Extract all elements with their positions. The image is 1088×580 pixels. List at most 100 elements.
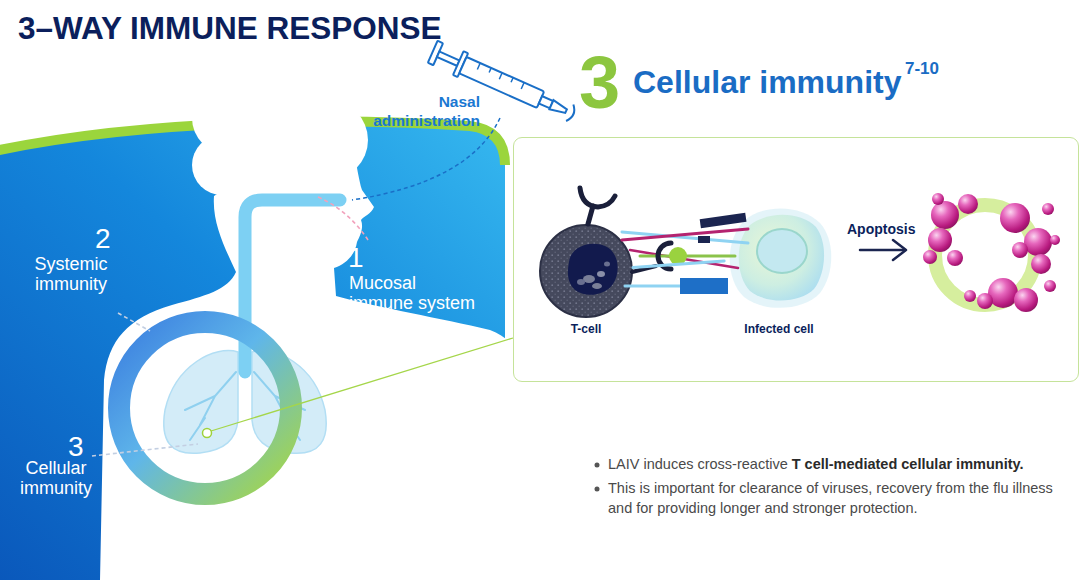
child-silhouette-part [213, 33, 297, 117]
receptors-part [640, 255, 735, 258]
syringe-part [437, 51, 460, 65]
receptors-part [588, 206, 593, 224]
bullet-dot [595, 463, 600, 468]
apoptotic-cell-part [923, 193, 1060, 312]
callout-number: 1 [348, 244, 364, 272]
apoptotic-cell-part-part [1000, 203, 1030, 233]
t-cell-outline-part [604, 262, 610, 267]
apoptosis-arrow [860, 240, 906, 260]
lungs [164, 351, 326, 454]
receptor-link [633, 261, 724, 268]
apoptotic-cell-part-part [932, 193, 944, 205]
t-cell-outline-part [577, 279, 585, 285]
systemic-leader [118, 313, 150, 331]
apoptotic-cell-part-part [958, 194, 978, 214]
child-silhouette-part [288, 100, 368, 180]
apoptotic-cell-part-part [1012, 242, 1028, 258]
nasal-dashed-path [352, 118, 500, 200]
callout-number: 3 [68, 433, 84, 461]
blue-backdrop [0, 122, 505, 580]
instruction-label: Nasal administration [350, 92, 480, 130]
apoptosis-arrow-part [860, 249, 905, 252]
mhc-receptor [680, 278, 728, 294]
lung-marker [203, 429, 212, 438]
title: 3–WAY IMMUNE RESPONSE [18, 13, 442, 45]
callout-label: Cellular immunity [6, 458, 106, 498]
immune-ring [119, 322, 291, 494]
child-silhouette-part [192, 135, 252, 195]
apoptotic-cell-part-part [988, 278, 1018, 308]
child-silhouette-part [313, 58, 373, 118]
panel-box: 3Cellular immunity7-10T-cellInfected cel… [513, 137, 1079, 382]
receptors-part [622, 232, 748, 243]
lungs-part [252, 351, 326, 454]
apoptotic-cell-part-part [1031, 254, 1051, 274]
syringe-part [453, 51, 468, 77]
apoptotic-cell-part-part [928, 228, 952, 252]
lungs-part [185, 372, 305, 440]
t-cell: T-cell [539, 224, 633, 318]
arrow-label: Apoptosis [847, 222, 915, 236]
child-silhouette-part [223, 68, 347, 192]
receptors-part [622, 229, 748, 240]
apoptotic-cell-part-part [964, 290, 976, 302]
receptors-part [580, 188, 615, 207]
t-cell-outline-part [592, 283, 602, 289]
apoptotic-cell-part-part [947, 250, 963, 266]
receptors-part [630, 250, 738, 268]
t-cell-outline-part [597, 271, 605, 277]
syringe-part [566, 105, 577, 123]
mhc-receptor [698, 236, 710, 243]
syringe-part [477, 63, 524, 89]
child-silhouette-part [192, 82, 264, 154]
child-silhouette-part [100, 118, 520, 580]
apoptotic-cell-part-part [923, 250, 937, 264]
receptors-part [625, 285, 682, 288]
callout-label: Systemic immunity [21, 254, 121, 294]
bullet-dot [595, 487, 600, 492]
bullet-text: This is important for clearance of virus… [608, 478, 1076, 518]
t-cell-outline [539, 224, 633, 318]
t-cell-outline-part [568, 244, 618, 295]
infected-cell-outline-part [739, 215, 824, 301]
callout-label: Mucosal immune system [349, 273, 481, 313]
apoptotic-cell-part-part [1024, 228, 1052, 256]
apoptotic-cell-part-part [1050, 235, 1060, 245]
receptors [580, 188, 748, 286]
apoptotic-cell [923, 193, 1060, 312]
lungs-part [164, 351, 238, 454]
t-cell-outline-part [540, 225, 632, 317]
mucosal-dashed-path [318, 197, 368, 240]
heading-number: 3 [579, 46, 620, 120]
apoptotic-cell-part-part [931, 201, 959, 229]
infected-cell-outline-part [757, 229, 807, 273]
infected-cell-outline [724, 201, 834, 313]
receptors-part [632, 266, 656, 272]
syringe-part [549, 100, 568, 116]
apoptotic-cell-part-part [1014, 288, 1038, 312]
callout-number: 2 [95, 225, 111, 253]
apoptotic-cell-part [935, 205, 1035, 305]
leader-line [211, 338, 513, 431]
apoptosis-arrow-part [893, 240, 906, 260]
airway-tube [245, 200, 340, 372]
bullet-text-bold: T cell-mediated cellular immunity. [792, 454, 1024, 474]
apoptotic-cell-part-part [1042, 203, 1054, 215]
infected-cell: Infected cell [724, 201, 834, 313]
receptors-part [658, 243, 671, 269]
cell-label: Infected cell [724, 323, 834, 335]
bullet-text: LAIV induces cross-reactive [608, 454, 788, 474]
antigen [669, 247, 687, 265]
cellular-leader [92, 444, 198, 456]
panel-heading: Cellular immunity [633, 66, 902, 98]
apoptotic-cell-part-part [1044, 280, 1056, 292]
mhc-receptor [700, 213, 747, 228]
bullet-line: LAIV induces cross-reactiveT cell-mediat… [608, 454, 1024, 474]
infected-cell-outline-part [730, 208, 832, 307]
apoptotic-cell-part-part [977, 293, 993, 309]
syringe-part [539, 96, 553, 108]
child-silhouette [100, 20, 520, 580]
cell-label: T-cell [539, 323, 633, 335]
reference-superscript: 7-10 [905, 60, 939, 77]
